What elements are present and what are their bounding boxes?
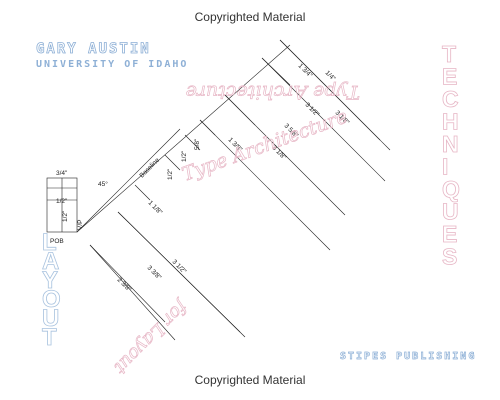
dim-vp: V/P <box>77 220 84 230</box>
baseline-line <box>76 128 181 233</box>
title-vertical-letter: N <box>442 131 459 157</box>
dim-small-half: 1/2" <box>62 210 69 222</box>
copyright-footer: Copyrighted Material <box>194 373 306 387</box>
dim-half-a: 1/2" <box>167 168 174 180</box>
dim-5-8: 5/8" <box>194 138 201 150</box>
script-lettering: Type Architecture Type Architecture for … <box>109 81 360 379</box>
author-affiliation: UNIVERSITY OF IDAHO <box>36 59 188 70</box>
copyright-header: Copyrighted Material <box>194 10 306 24</box>
dimension-lines <box>46 39 391 341</box>
title-vertical-letter: U <box>442 199 459 225</box>
title-vertical-letter: H <box>442 109 459 135</box>
layout-vertical-letter: L <box>42 229 57 256</box>
publisher: STIPES PUBLISHING <box>340 351 476 362</box>
dim-angle: 45° <box>98 180 108 188</box>
dim-top-left-width: 3/4" <box>56 170 68 177</box>
title-vertical-letter: T <box>442 41 456 67</box>
layout-vertical-letter: U <box>42 305 59 332</box>
author-name: GARY AUSTIN <box>36 41 151 57</box>
dim-1-4: 1/4" <box>324 69 337 82</box>
dim-half-b: 1/2" <box>181 150 188 162</box>
dim-baseline: Baseline <box>138 157 161 180</box>
dim-1-3-4: 1 3/4" <box>297 62 314 79</box>
layout-vertical-letter: Y <box>42 267 58 294</box>
script-line-middle: Type Architecture <box>179 105 350 185</box>
layout-vertical-letter: A <box>42 248 59 275</box>
layout-vertical-letter: T <box>42 324 57 351</box>
dim-3-1-2-lower: 3 1/2" <box>171 258 188 275</box>
title-vertical-letter: E <box>442 221 457 247</box>
layout-vertical-letter: O <box>42 286 61 313</box>
dim-1-1-8: 1 1/8" <box>147 199 164 216</box>
title-vertical-letter: C <box>442 86 459 112</box>
script-line-top: Type Architecture <box>186 81 360 103</box>
title-vertical-letter: Q <box>442 176 460 202</box>
title-vertical-letter: I <box>442 154 448 180</box>
dim-3-3-8: 3 3/8" <box>146 264 163 281</box>
dim-pob: POB <box>50 238 64 245</box>
title-vertical-letter: E <box>442 64 457 90</box>
title-vertical-letter: S <box>442 244 457 270</box>
dim-half-width: 1/2" <box>56 198 68 205</box>
dim-2-3-8: 2 3/8" <box>116 276 133 293</box>
